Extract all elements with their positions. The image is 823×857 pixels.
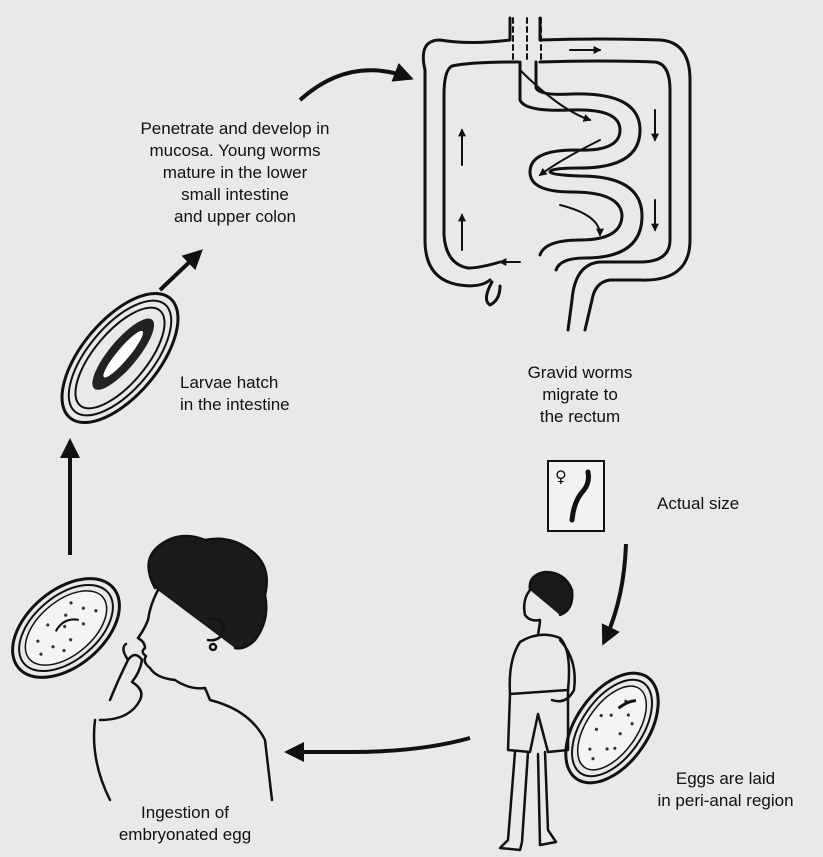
actual-size-text: Actual size (657, 493, 739, 515)
penetrate-line-1: Penetrate and develop in (100, 118, 370, 140)
gravid-line-2: migrate to (500, 384, 660, 406)
female-symbol: ♀ (555, 467, 567, 486)
larvae-line-2: in the intestine (180, 394, 290, 416)
gravid-line-1: Gravid worms (500, 362, 660, 384)
arrow-to-intestine (300, 70, 410, 100)
child-standing-illustration (500, 572, 575, 850)
actual-size-label: Actual size (657, 493, 739, 515)
eggs-label: Eggs are laid in peri-anal region (628, 768, 823, 812)
penetrate-label: Penetrate and develop in mucosa. Young w… (100, 118, 370, 228)
eggs-line-2: in peri-anal region (628, 790, 823, 812)
gravid-line-3: the rectum (500, 406, 660, 428)
penetrate-line-5: and upper colon (100, 206, 370, 228)
larva-egg-icon (41, 274, 199, 442)
larvae-label: Larvae hatch in the intestine (180, 372, 290, 416)
larvae-line-1: Larvae hatch (180, 372, 290, 394)
arrow-to-ingestion (288, 738, 470, 752)
ingestion-line-2: embryonated egg (100, 824, 270, 846)
gravid-label: Gravid worms migrate to the rectum (500, 362, 660, 428)
embryonated-egg-icon (0, 559, 138, 697)
eggs-line-1: Eggs are laid (628, 768, 823, 790)
penetrate-line-2: mucosa. Young worms (100, 140, 370, 162)
ingestion-label: Ingestion of embryonated egg (100, 802, 270, 846)
arrow-to-penetrate (160, 252, 200, 290)
penetrate-line-3: mature in the lower (100, 162, 370, 184)
child-ingesting-illustration (94, 536, 272, 800)
arrow-to-rectum (604, 544, 626, 642)
ingestion-line-1: Ingestion of (100, 802, 270, 824)
penetrate-line-4: small intestine (100, 184, 370, 206)
intestine-illustration (423, 18, 690, 330)
